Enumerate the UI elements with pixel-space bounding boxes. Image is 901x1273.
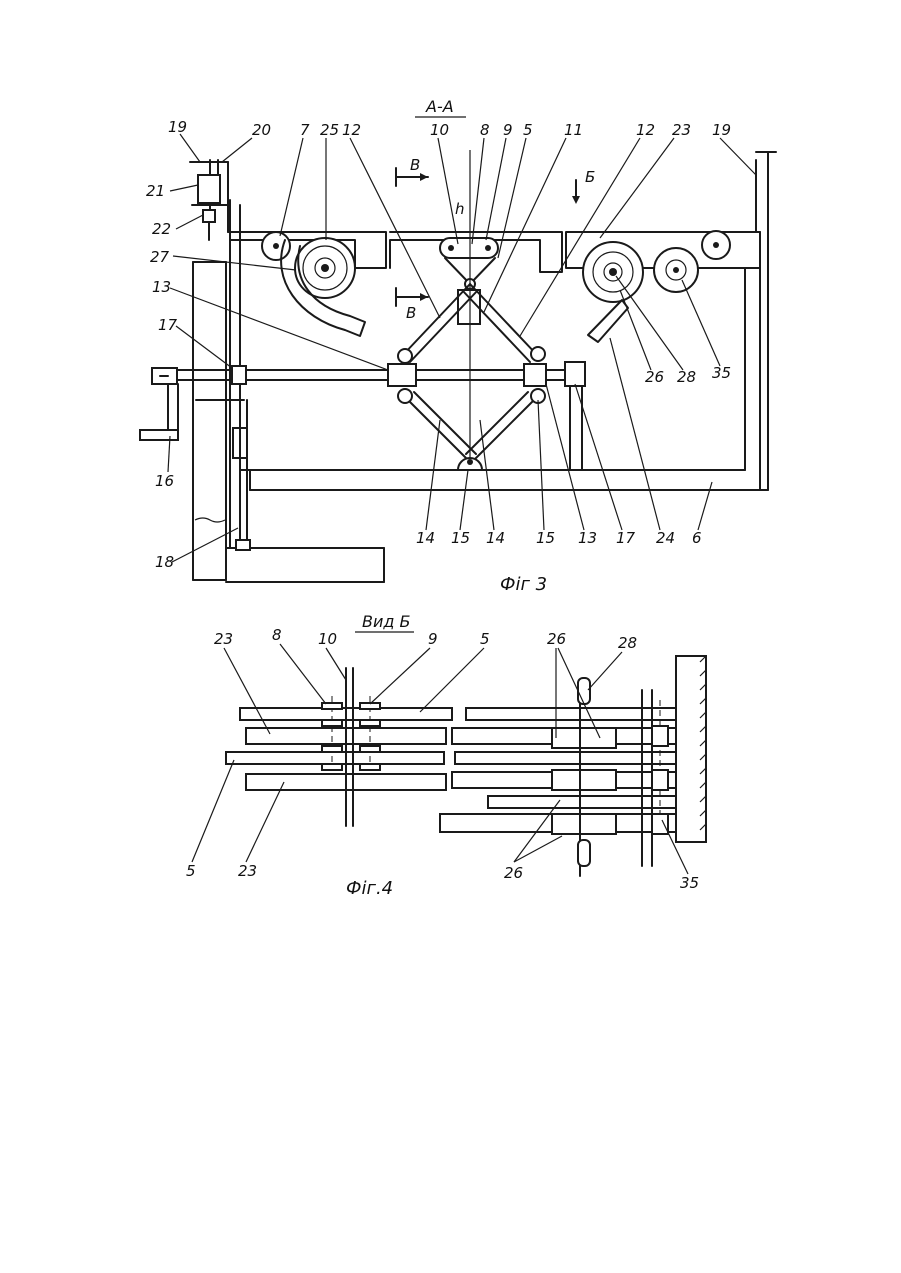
base-plate [226,548,384,582]
label-12-right: 12 [636,121,655,139]
label-19-right: 19 [712,121,731,139]
top-pivot-plate [440,150,498,470]
label-26-fig3: 26 [645,368,664,386]
fig3-view-mark-v-lower: В [406,304,416,322]
label-17-right: 17 [616,529,636,547]
label-24: 24 [656,529,675,547]
label-6: 6 [692,529,702,547]
right-roller-group [583,231,730,342]
label-27: 27 [150,248,170,266]
label-22: 22 [152,220,171,238]
fig4-section-title: Вид Б [362,612,411,631]
label-5-top: 5 [523,121,533,139]
fig4-left-strips [226,668,452,826]
fig3-dimension-h: h [455,200,465,218]
label-9-top: 9 [503,121,513,139]
fig4-caption: Фіг.4 [346,878,393,899]
label-10-top: 10 [430,121,449,139]
fig4-right-strips [440,656,706,876]
fig4-label-5-top: 5 [480,630,490,648]
label-13-right: 13 [578,529,597,547]
label-16: 16 [155,472,174,490]
fig4-label-26-bottom: 26 [504,864,523,882]
label-15-left: 15 [451,529,470,547]
label-21: 21 [146,182,165,200]
fig4-label-8: 8 [272,626,282,644]
label-8-top: 8 [480,121,490,139]
label-23-top: 23 [672,121,691,139]
label-14-right: 14 [486,529,505,547]
label-12-left: 12 [342,121,361,139]
label-18: 18 [155,553,174,571]
label-19-left: 19 [168,118,187,136]
label-17-left: 17 [158,316,178,334]
label-35-fig3: 35 [712,364,731,382]
fig4-label-10: 10 [318,630,337,648]
left-stand [193,262,226,580]
fig4-label-5-bottom: 5 [186,862,196,880]
label-11: 11 [564,121,583,139]
label-20: 20 [252,121,271,139]
fig3-labels: В В Б h 19 20 7 25 12 10 8 9 5 11 12 23 … [146,118,756,571]
fig4-label-23-bottom: 23 [238,862,257,880]
figure-3: А-А [140,97,776,595]
fig3-section-title: А-А [425,97,454,116]
label-13-left: 13 [152,278,171,296]
label-7: 7 [300,121,310,139]
fig4-label-35: 35 [680,874,699,892]
main-housing [228,152,776,490]
label-15-right: 15 [536,529,555,547]
fig3-view-mark-b: Б [585,168,595,186]
fig4-label-23-top: 23 [214,630,233,648]
figure-4: Вид Б [186,612,706,899]
fig4-label-28: 28 [618,634,637,652]
hand-crank [140,368,178,440]
top-clamp [190,160,228,240]
fig3-view-mark-v-upper: В [410,156,420,174]
fig4-label-9: 9 [428,630,438,648]
label-14-left: 14 [416,529,435,547]
label-28-fig3: 28 [677,368,696,386]
fig3-caption: Фіг 3 [500,574,547,595]
label-25: 25 [320,121,339,139]
fig4-label-26-top: 26 [547,630,566,648]
left-roller-group [262,232,365,336]
